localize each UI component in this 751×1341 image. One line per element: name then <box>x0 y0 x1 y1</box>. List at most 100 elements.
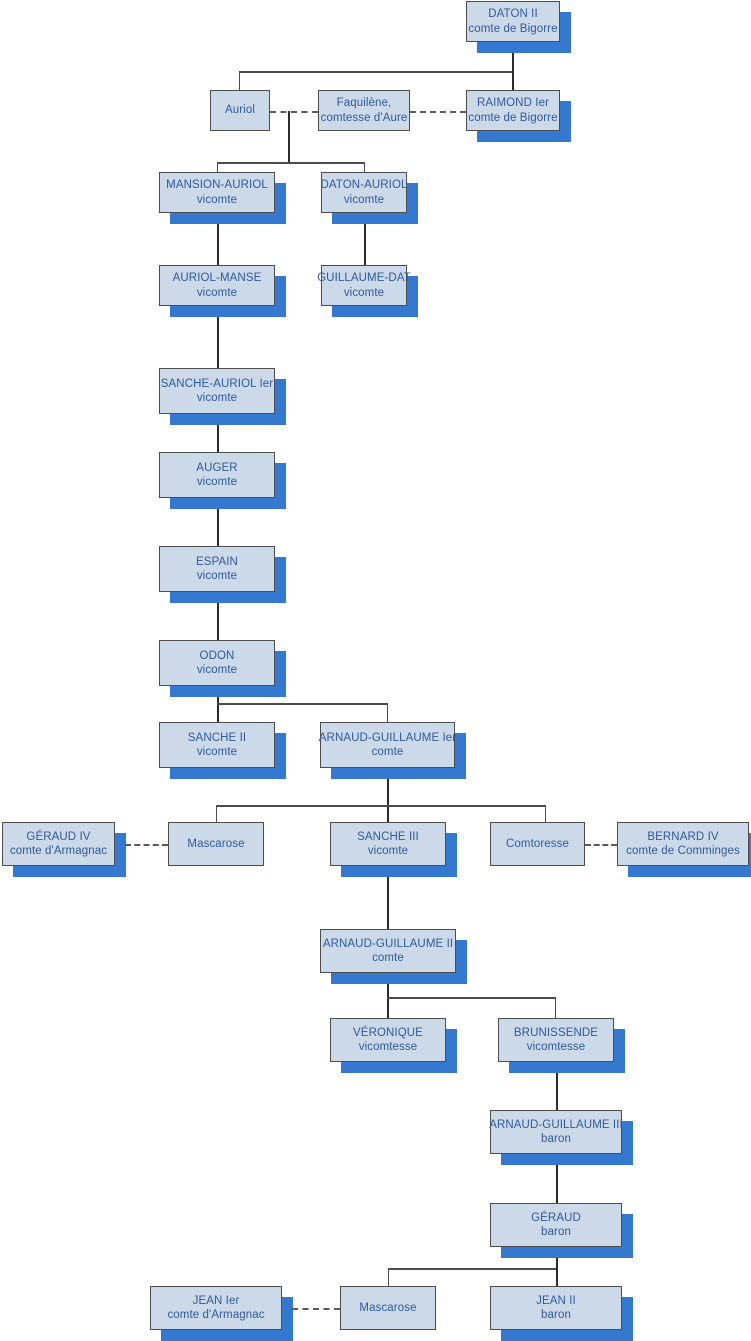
marriage-link-m-faquilene-raimond <box>410 111 466 113</box>
person-node-sanche3[interactable]: SANCHE III vicomte <box>330 822 446 866</box>
connector-to-auriol <box>239 71 240 90</box>
connector-espain-odon <box>217 592 219 640</box>
marriage-link-m-jean1-masc2 <box>292 1308 340 1310</box>
person-title: baron <box>541 1309 571 1321</box>
person-title: vicomte <box>196 286 238 299</box>
connector-bus-gen-ag2 <box>387 997 556 999</box>
connector-datonau-guilldat <box>364 213 366 265</box>
connector-bus-gen1 <box>239 71 513 73</box>
connector-bus-gen-ag1 <box>216 805 546 807</box>
person-name: Faquilène, <box>336 97 392 110</box>
person-title: comte de Bigorre <box>468 22 558 35</box>
person-title: comte de Comminges <box>626 845 740 857</box>
person-node-jean1[interactable]: JEAN Ier comte d'Armagnac <box>150 1286 282 1330</box>
person-node-ag3[interactable]: ARNAUD-GUILLAUME III baron <box>489 1110 623 1154</box>
connector-to-raimond1 <box>512 71 514 90</box>
person-title: comte d'Armagnac <box>9 845 108 857</box>
person-node-sanche2[interactable]: SANCHE II vicomte <box>159 722 275 768</box>
person-node-faquilene[interactable]: Faquilène,comtesse d'Aure <box>318 90 410 131</box>
connector-bus-gen-odon <box>217 703 388 705</box>
person-title: vicomte <box>196 193 238 206</box>
marriage-link-m-comtoresse-bern4 <box>585 844 617 846</box>
person-name: DATON II <box>488 8 538 21</box>
connector-daton2-down <box>512 42 514 72</box>
person-name: VÉRONIQUE <box>353 1026 423 1039</box>
person-name: AURIOL-MANSE <box>172 272 262 285</box>
person-name: AUGER <box>196 461 238 474</box>
connector-brunis-ag3 <box>556 1062 558 1110</box>
connector-bus-gen-geraud <box>388 1268 556 1270</box>
person-name: JEAN Ier <box>192 1294 240 1307</box>
person-name: Mascarose <box>187 837 245 850</box>
person-node-auger[interactable]: AUGER vicomte <box>159 452 275 498</box>
person-title: vicomte <box>196 476 238 488</box>
person-name: JEAN II <box>536 1294 576 1307</box>
connector-sanche3-ag2 <box>387 866 389 929</box>
person-node-masc2[interactable]: Mascarose <box>340 1286 436 1330</box>
connector-ag3-geraud <box>556 1154 558 1203</box>
person-title: vicomtesse <box>358 1041 418 1053</box>
person-name: ARNAUD-GUILLAUME III <box>489 1118 623 1131</box>
connector-ag2-down <box>387 973 389 1018</box>
person-name: SANCHE-AURIOL Ier <box>160 377 274 390</box>
person-title: vicomte <box>196 570 238 582</box>
person-name: DATON-AURIOL <box>320 179 408 192</box>
marriage-link-m-auriol-faquilene <box>270 111 318 113</box>
person-node-bernard4[interactable]: BERNARD IV comte de Comminges <box>617 822 749 866</box>
person-title: comte d'Armagnac <box>167 1309 265 1321</box>
person-node-auriol[interactable]: Auriol <box>210 90 270 131</box>
connector-to-brunissende <box>555 997 556 1018</box>
connector-auger-espain <box>217 498 219 546</box>
person-title: baron <box>541 1226 571 1238</box>
person-title: vicomte <box>343 193 385 206</box>
person-name: Mascarose <box>359 1301 417 1314</box>
person-node-veronique[interactable]: VÉRONIQUE vicomtesse <box>330 1018 446 1062</box>
person-name: ODON <box>199 649 235 662</box>
person-node-odon[interactable]: ODON vicomte <box>159 640 275 686</box>
connector-to-masc1 <box>216 805 217 822</box>
person-name: ARNAUD-GUILLAUME II <box>322 937 454 950</box>
person-name: GUILLAUME-DAT <box>317 272 411 285</box>
connector-marriage-drop-gen2 <box>288 111 290 163</box>
person-name: SANCHE III <box>357 830 419 843</box>
connector-sanche1-auger <box>217 414 219 452</box>
connector-geraud-down <box>556 1247 558 1286</box>
person-node-comtoresse[interactable]: Comtoresse <box>490 822 585 866</box>
connector-to-mansion <box>217 162 218 172</box>
connector-to-ag1 <box>387 703 388 722</box>
connector-bus-gen2 <box>217 162 365 164</box>
person-title: vicomte <box>196 392 238 404</box>
connector-ag1-down <box>387 768 389 822</box>
person-title: vicomte <box>367 845 409 857</box>
person-name: Auriol <box>224 104 255 117</box>
person-title: vicomte <box>196 746 238 758</box>
person-node-sanche1[interactable]: SANCHE-AURIOL Ier vicomte <box>159 368 275 414</box>
person-title: vicomte <box>196 664 238 676</box>
person-name: BERNARD IV <box>647 830 719 843</box>
person-title: vicomte <box>343 286 385 299</box>
person-title: comte de Bigorre <box>468 111 558 124</box>
connector-mansion-auriolm <box>217 213 219 265</box>
connector-to-datonau <box>364 162 365 172</box>
person-name: BRUNISSENDE <box>513 1026 599 1039</box>
person-name: SANCHE II <box>187 731 247 744</box>
connector-to-comtoresse <box>545 805 546 822</box>
person-name: ARNAUD-GUILLAUME Ier <box>318 731 457 744</box>
person-node-jean2[interactable]: JEAN II baron <box>490 1286 622 1330</box>
person-name: MANSION-AURIOL <box>166 179 268 192</box>
person-node-masc1[interactable]: Mascarose <box>168 822 264 866</box>
person-title: baron <box>541 1133 571 1145</box>
